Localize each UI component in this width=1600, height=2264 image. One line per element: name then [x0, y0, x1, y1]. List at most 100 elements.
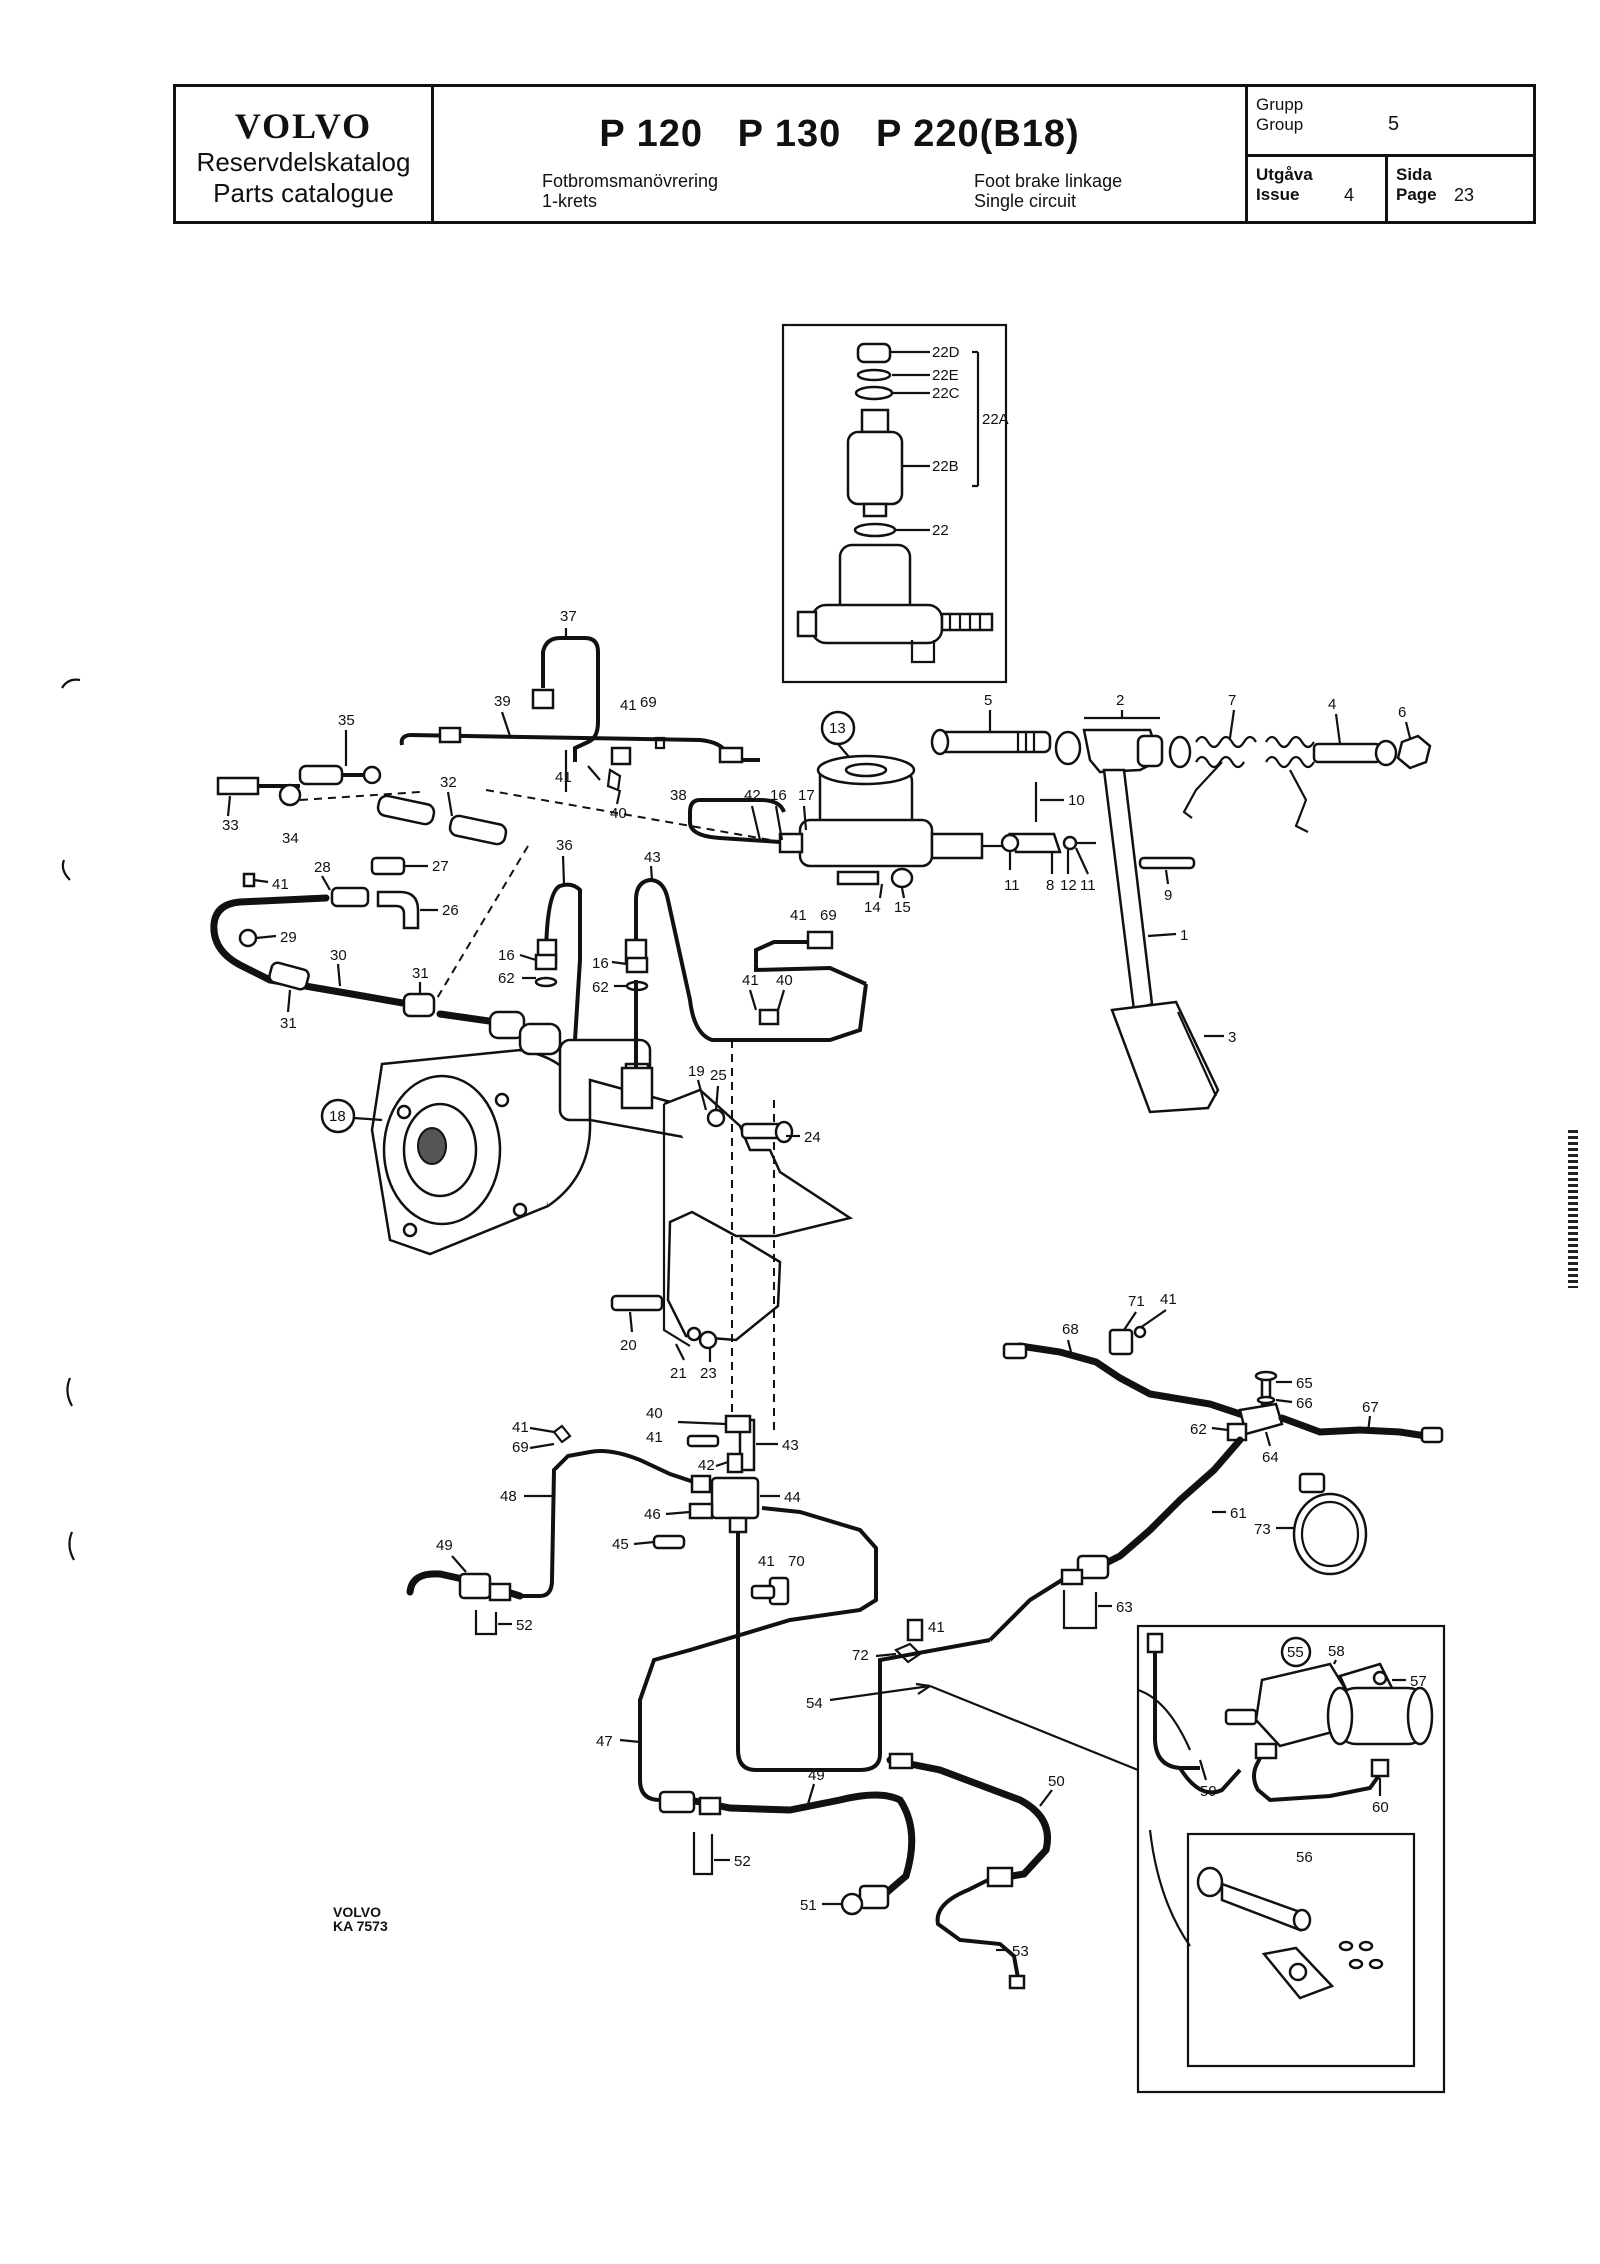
model-list: P 120 P 130 P 220(B18)	[599, 113, 1080, 155]
label-10: 10	[1068, 792, 1085, 809]
label-52: 52	[516, 1617, 533, 1634]
label-41j: 41	[1160, 1291, 1177, 1308]
label-54: 54	[806, 1695, 823, 1712]
upper-brake-pipes: 37 39 41 69 41 38 40	[399, 608, 817, 849]
label-55: 55	[1287, 1644, 1304, 1661]
label-12: 12	[1060, 877, 1077, 894]
label-69c: 69	[512, 1439, 529, 1456]
label-42: 42	[744, 787, 761, 804]
label-31: 31	[280, 1015, 297, 1032]
section-title-en: Foot brake linkage Single circuit	[974, 171, 1122, 211]
reservoir-cap	[856, 342, 892, 364]
label-8: 8	[1046, 877, 1054, 894]
models-cell: P 120 P 130 P 220(B18) Fotbromsmanövreri…	[434, 87, 1248, 221]
part-73-hose-clamp	[1292, 1492, 1368, 1576]
label-32: 32	[440, 774, 457, 791]
label-5: 5	[984, 692, 992, 709]
label-38: 38	[670, 787, 687, 804]
label-53: 53	[1012, 1943, 1029, 1960]
vacuum-line-right: 68 71 41 65 66 62 64 67 61 63	[988, 1291, 1444, 1642]
label-50: 50	[1048, 1773, 1065, 1790]
label-69: 69	[640, 694, 657, 711]
label-11: 11	[1004, 877, 1020, 894]
label-15: 15	[894, 899, 911, 916]
label-17: 17	[798, 787, 815, 804]
catalog-name-en: Parts catalogue	[213, 178, 394, 208]
part-33-union	[216, 776, 260, 796]
reservoir-inset: 22D 22E 22C 22A 22B 22	[781, 323, 1009, 684]
label-43: 43	[644, 849, 661, 866]
label-52b: 52	[734, 1853, 751, 1870]
brake-servo-unit: 18	[320, 1022, 702, 1256]
label-21: 21	[670, 1365, 687, 1382]
page-cell: Sida Page 23	[1388, 157, 1533, 221]
label-46: 46	[644, 1506, 661, 1523]
group-label-en: Group	[1256, 115, 1304, 134]
label-29: 29	[280, 929, 297, 946]
label-22c: 22C	[932, 385, 960, 402]
label-41h: 41	[758, 1553, 775, 1570]
page-label-sv: Sida	[1396, 165, 1432, 184]
page-value: 23	[1454, 185, 1475, 205]
page-edge-marker	[1568, 1130, 1578, 1288]
label-60: 60	[1372, 1799, 1389, 1816]
group-cell: Grupp Group 5	[1248, 87, 1533, 157]
label-62c: 62	[1190, 1421, 1207, 1438]
label-62b: 62	[592, 979, 609, 996]
section-title-sv: Fotbromsmanövrering 1-krets	[542, 171, 718, 211]
label-41c: 41	[272, 876, 289, 893]
label-58: 58	[1328, 1643, 1345, 1660]
label-57: 57	[1410, 1673, 1427, 1690]
switch-detail-frame	[1186, 1832, 1416, 2068]
label-33: 33	[222, 817, 239, 834]
stamp-code: KA 7573	[333, 1918, 388, 1934]
label-49: 49	[436, 1537, 453, 1554]
label-4: 4	[1328, 696, 1336, 713]
part-32-sleeve	[376, 794, 436, 826]
part-71-clip	[1108, 1328, 1134, 1356]
filler-neck	[860, 408, 890, 434]
label-9: 9	[1164, 887, 1172, 904]
label-22e: 22E	[932, 367, 959, 384]
page-label-en: Page	[1396, 185, 1437, 204]
label-6: 6	[1398, 704, 1406, 721]
lower-brake-pipes: 44 43 40 41 42 41 69 48 49 52 46 45	[406, 1405, 1139, 1990]
label-61: 61	[1230, 1505, 1247, 1522]
label-2: 2	[1116, 692, 1124, 709]
part-1-pedal-arm	[1102, 768, 1154, 1012]
valve-inset: 55 58 57 59 60 56	[1136, 1624, 1446, 2094]
issue-label-sv: Utgåva	[1256, 165, 1313, 184]
label-64: 64	[1262, 1449, 1279, 1466]
callout-circle-18	[320, 1098, 356, 1134]
catalog-name-sv: Reservdelskatalog	[196, 147, 411, 177]
label-14: 14	[864, 899, 881, 916]
label-71: 71	[1128, 1293, 1145, 1310]
label-26: 26	[442, 902, 459, 919]
callout-circle-55	[1280, 1636, 1312, 1668]
label-16b: 16	[592, 955, 609, 972]
section-title-en-2: Single circuit	[974, 191, 1077, 211]
label-63: 63	[1116, 1599, 1133, 1616]
label-18: 18	[329, 1108, 346, 1125]
label-42b: 42	[698, 1457, 715, 1474]
part-26-elbow	[376, 890, 420, 930]
brake-light-switch	[1196, 1866, 1224, 1898]
part-4-pivot-pin	[1312, 742, 1382, 764]
label-22b: 22B	[932, 458, 959, 475]
label-44: 44	[784, 1489, 801, 1506]
label-31b: 31	[412, 965, 429, 982]
label-40b: 40	[776, 972, 793, 989]
left-hose-assembly: 35 33 34 32	[216, 712, 529, 1011]
label-1: 1	[1180, 927, 1188, 944]
cap-seal	[856, 368, 892, 382]
label-49b: 49	[808, 1767, 825, 1784]
label-39: 39	[494, 693, 511, 710]
label-43b: 43	[782, 1437, 799, 1454]
label-70: 70	[788, 1553, 805, 1570]
cap-washer	[854, 385, 894, 401]
part-44-junction	[710, 1476, 760, 1520]
label-41g: 41	[512, 1419, 529, 1436]
label-13: 13	[829, 720, 846, 737]
part-27-nipple	[370, 856, 406, 876]
label-25: 25	[710, 1067, 727, 1084]
